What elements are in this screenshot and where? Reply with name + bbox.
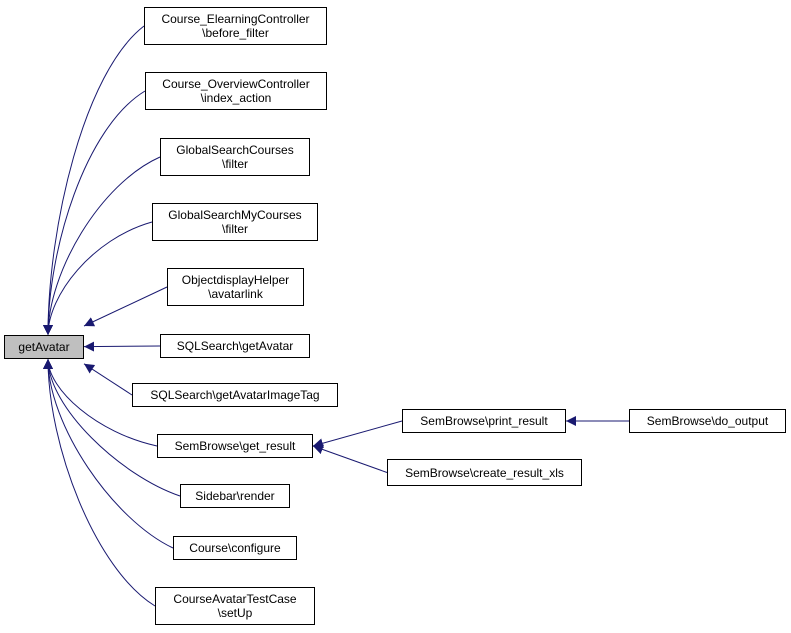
node-course-configure[interactable]: Course\configure: [173, 536, 297, 560]
node-globalsearchcourses-filter[interactable]: GlobalSearchCourses \filter: [160, 138, 310, 176]
edge-sidebar-to-getavatar: [43, 358, 181, 497]
edge-overview-to-getavatar: [43, 90, 146, 336]
node-getavatar: getAvatar: [4, 335, 84, 359]
node-label-line-2: \avatarlink: [208, 287, 263, 301]
node-label-line-2: \filter: [221, 222, 248, 236]
node-label-line-1: SemBrowse\create_result_xls: [405, 465, 564, 480]
edge-gsmycourses-to-getavatar: [43, 221, 153, 336]
node-label-line-1: SemBrowse\print_result: [420, 414, 548, 428]
node-label-line-1: SemBrowse\get_result: [174, 439, 296, 453]
node-label-line-1: CourseAvatarTestCase: [173, 592, 297, 606]
node-label-line-1: SQLSearch\getAvatar: [176, 339, 294, 353]
node-label-line-1: Course_ElearningController: [161, 12, 310, 26]
node-label-line-1: ObjectdisplayHelper: [181, 273, 290, 287]
edge-sqlimagetag-to-getavatar: [83, 363, 133, 396]
node-globalsearchmycourses-filter[interactable]: GlobalSearchMyCourses \filter: [152, 203, 318, 241]
node-label-line-2: \setUp: [217, 606, 253, 620]
node-label-line-1: SQLSearch\getAvatarImageTag: [150, 388, 320, 402]
node-label-line-2: \before_filter: [202, 26, 269, 40]
edge-configure-to-getavatar: [43, 358, 174, 549]
edge-testcase-to-getavatar: [43, 358, 156, 607]
node-course-elearningcontroller-before-filter[interactable]: Course_ElearningController \before_filte…: [144, 7, 327, 45]
node-sembrowse-create-result-xls[interactable]: SemBrowse\create_result_xls: [387, 459, 582, 486]
node-label-line-1: Course_OverviewController: [162, 77, 310, 91]
node-label-line-2: \index_action: [200, 91, 272, 105]
node-sqlsearch-getavatar[interactable]: SQLSearch\getAvatar: [160, 334, 310, 358]
node-sembrowse-do-output[interactable]: SemBrowse\do_output: [629, 409, 786, 433]
node-objectdisplayhelper-avatarlink[interactable]: ObjectdisplayHelper \avatarlink: [167, 268, 304, 306]
edge-sqlgetavatar-to-getavatar: [83, 341, 161, 352]
node-sqlsearch-getavatarimagetag[interactable]: SQLSearch\getAvatarImageTag: [132, 383, 338, 407]
edge-createxls-to-getresult: [312, 444, 388, 473]
node-label-line-1: Sidebar\render: [195, 489, 275, 503]
node-sembrowse-print-result[interactable]: SemBrowse\print_result: [402, 409, 566, 433]
node-label-line-1: Course\configure: [189, 541, 281, 555]
node-courseavatartestcase-setup[interactable]: CourseAvatarTestCase \setUp: [155, 587, 315, 625]
edge-printresult-to-getresult: [312, 420, 403, 449]
node-label-line-1: GlobalSearchCourses: [176, 143, 294, 157]
edge-objhelper-to-getavatar: [83, 286, 168, 327]
node-getavatar-label-1: getAvatar: [18, 340, 70, 354]
edge-gscourses-to-getavatar: [43, 156, 161, 336]
node-sembrowse-get-result[interactable]: SemBrowse\get_result: [157, 434, 313, 458]
node-course-overviewcontroller-index-action[interactable]: Course_OverviewController \index_action: [145, 72, 327, 110]
node-label-line-1: SemBrowse\do_output: [646, 414, 769, 428]
node-sidebar-render[interactable]: Sidebar\render: [180, 484, 290, 508]
node-label-line-2: \filter: [221, 157, 248, 171]
edge-elearning-to-getavatar: [43, 25, 145, 336]
node-label-line-1: GlobalSearchMyCourses: [168, 208, 302, 222]
edge-getresult-to-getavatar: [43, 358, 158, 447]
